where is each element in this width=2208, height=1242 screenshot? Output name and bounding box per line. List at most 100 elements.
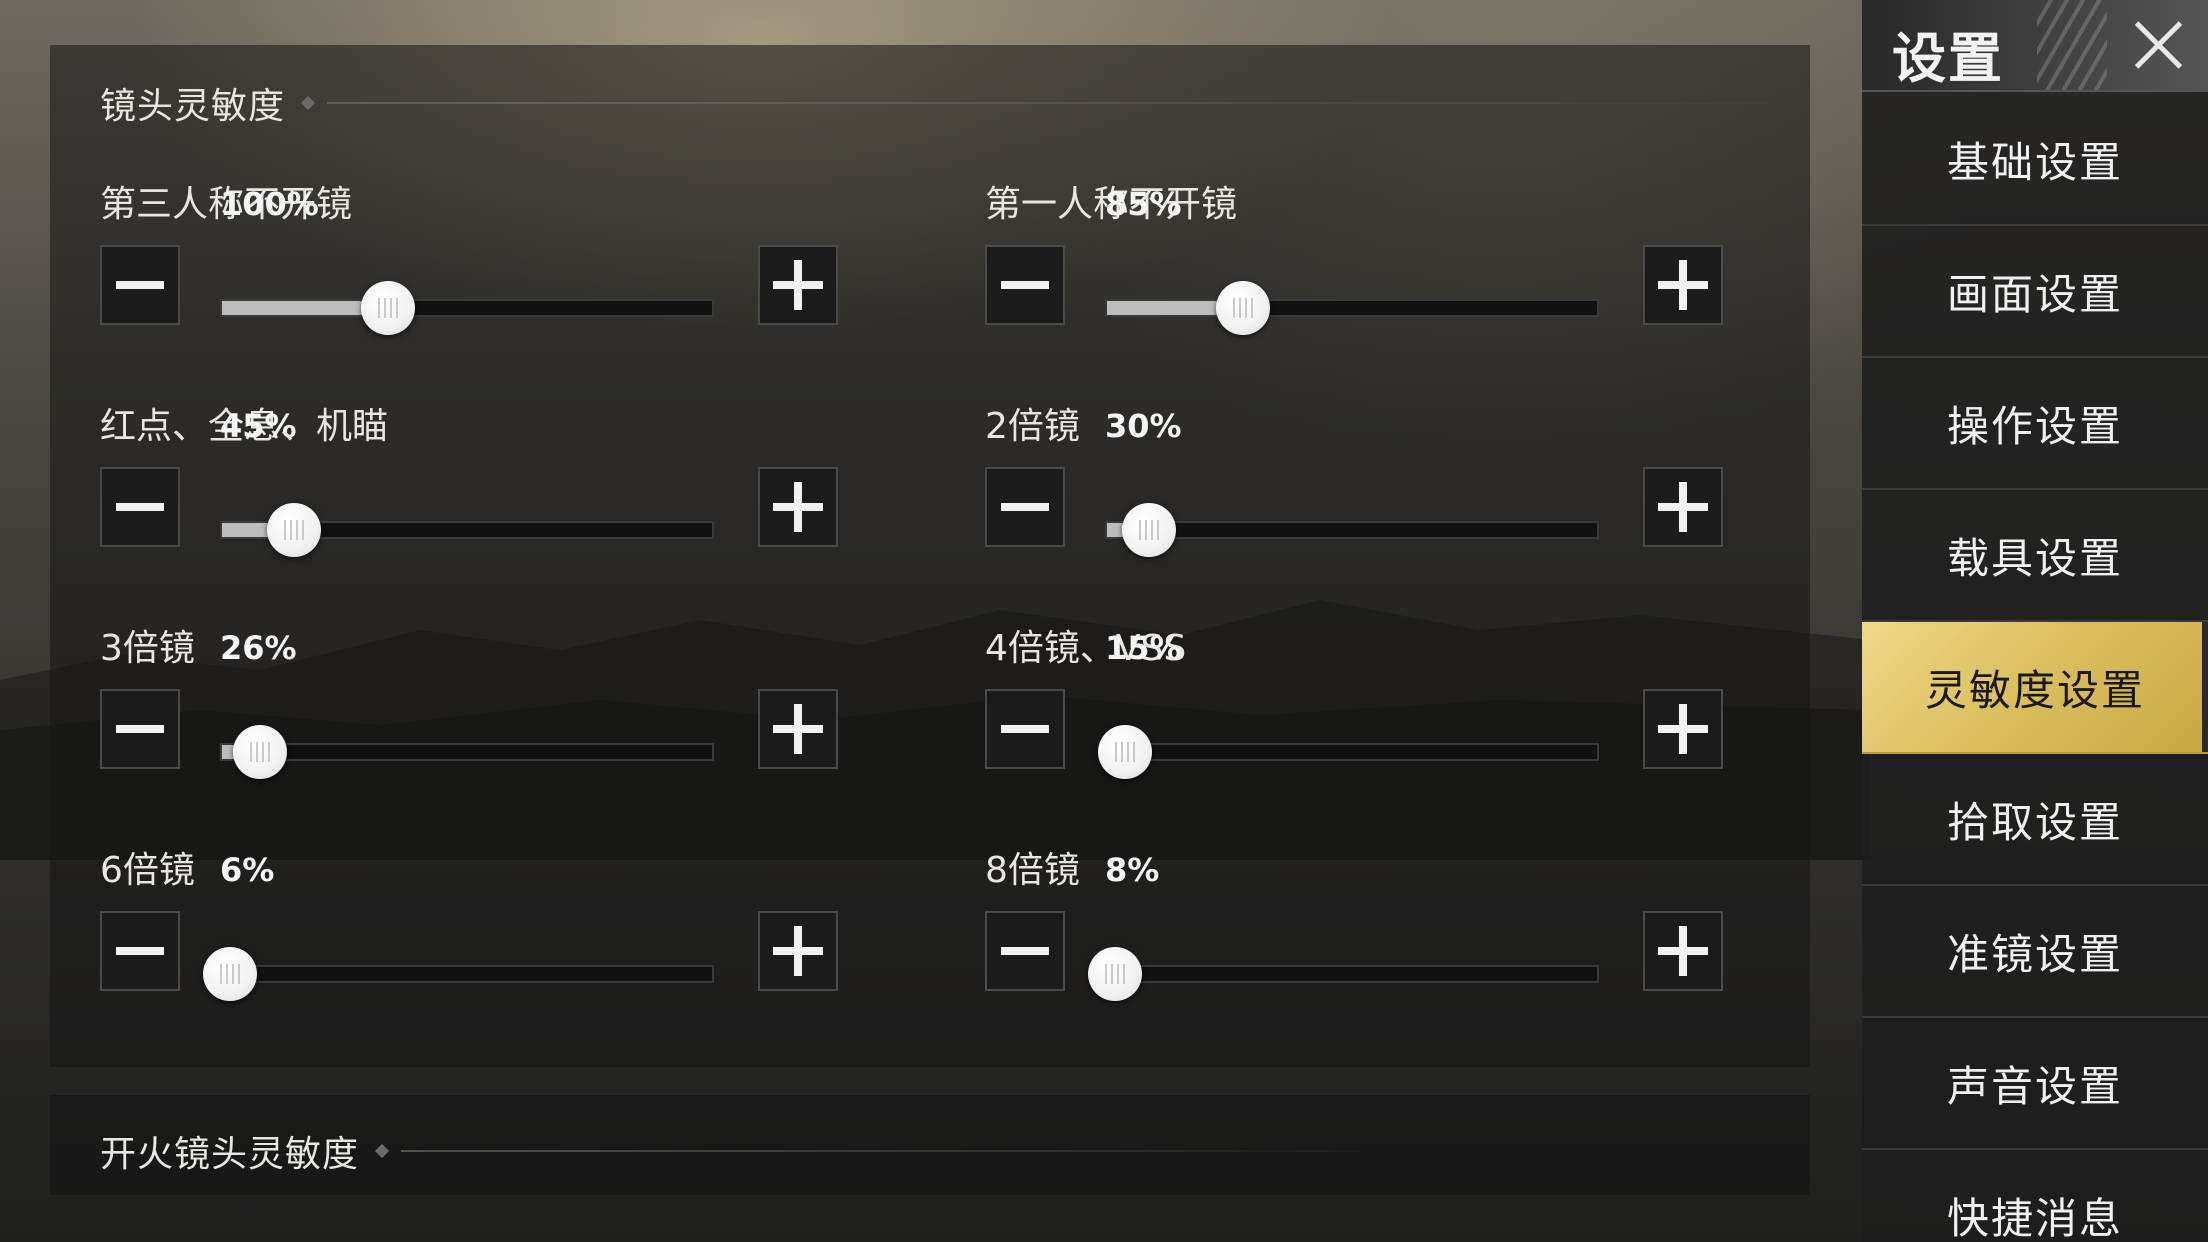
decrease-button[interactable] [985, 689, 1065, 769]
increase-button[interactable] [1643, 245, 1723, 325]
sidebar-item-label: 准镜设置 [1946, 929, 2123, 979]
slider-track[interactable] [220, 299, 714, 317]
sidebar-header: 设置 [1862, 0, 2208, 92]
increase-button[interactable] [758, 467, 838, 547]
minus-icon [1001, 503, 1049, 511]
slider-thumb[interactable] [1216, 281, 1271, 335]
section-header-fire: 开火镜头灵敏度 [100, 1125, 1362, 1177]
slider-thumb[interactable] [232, 725, 287, 779]
sensitivity-slider-row: 4倍镜、VSS 15% [985, 619, 1725, 789]
sidebar-item-label: 操作设置 [1946, 401, 2123, 451]
grip-icon [1139, 520, 1160, 540]
minus-icon [1001, 947, 1049, 955]
fire-sensitivity-panel[interactable]: 开火镜头灵敏度 [50, 1095, 1810, 1195]
minus-icon [116, 947, 164, 955]
slider-value: 30% [1105, 407, 1182, 445]
plus-icon [773, 704, 823, 754]
plus-icon [1658, 482, 1708, 532]
slider-fill [222, 301, 389, 315]
slider-thumb[interactable] [1097, 725, 1152, 779]
slider-value: 6% [220, 851, 275, 889]
section-divider [327, 102, 1768, 104]
decrease-button[interactable] [100, 467, 180, 547]
sidebar-item[interactable]: 快捷消息 [1862, 1150, 2208, 1242]
increase-button[interactable] [758, 245, 838, 325]
slider-label: 6倍镜 [100, 850, 195, 891]
sensitivity-slider-row: 8倍镜 8% [985, 841, 1725, 1011]
sidebar-item-label: 载具设置 [1946, 533, 2123, 583]
sidebar-item[interactable]: 画面设置 [1862, 226, 2208, 358]
sensitivity-slider-row: 第一人称不开镜 85% [985, 175, 1725, 345]
slider-track[interactable] [220, 743, 714, 761]
slider-track[interactable] [220, 521, 714, 539]
slider-thumb[interactable] [1122, 503, 1177, 557]
plus-icon [1658, 926, 1708, 976]
slider-value: 26% [220, 629, 297, 667]
decrease-button[interactable] [985, 467, 1065, 547]
section-divider [401, 1150, 1362, 1152]
grip-icon [377, 298, 398, 318]
sidebar-item[interactable]: 基础设置 [1862, 94, 2208, 226]
increase-button[interactable] [758, 689, 838, 769]
slider-thumb[interactable] [360, 281, 415, 335]
decrease-button[interactable] [985, 911, 1065, 991]
decorative-stripes [2037, 0, 2107, 90]
sidebar-item[interactable]: 载具设置 [1862, 490, 2208, 622]
sidebar-item-label: 快捷消息 [1946, 1193, 2123, 1242]
slider-value: 8% [1105, 851, 1160, 889]
sidebar-item[interactable]: 拾取设置 [1862, 754, 2208, 886]
slider-value: 45% [220, 407, 297, 445]
slider-fill [1107, 301, 1245, 315]
grip-icon [1114, 742, 1135, 762]
camera-sensitivity-panel: 镜头灵敏度 第三人称不开镜 100% 第一人称不开镜 85% [50, 45, 1810, 1067]
slider-thumb[interactable] [1087, 947, 1142, 1001]
slider-track[interactable] [1105, 299, 1599, 317]
sidebar-item[interactable]: 灵敏度设置 [1862, 622, 2208, 754]
sidebar-item[interactable]: 操作设置 [1862, 358, 2208, 490]
plus-icon [773, 926, 823, 976]
minus-icon [116, 503, 164, 511]
slider-track[interactable] [220, 965, 714, 983]
increase-button[interactable] [758, 911, 838, 991]
decrease-button[interactable] [100, 689, 180, 769]
section-title: 镜头灵敏度 [100, 86, 286, 127]
increase-button[interactable] [1643, 689, 1723, 769]
slider-value: 100% [220, 185, 319, 223]
sidebar-item[interactable]: 准镜设置 [1862, 886, 2208, 1018]
settings-sidebar: 设置 基础设置画面设置操作设置载具设置灵敏度设置拾取设置准镜设置声音设置快捷消息 [1862, 0, 2208, 1242]
slider-thumb[interactable] [267, 503, 322, 557]
diamond-icon [300, 95, 316, 111]
slider-label: 红点、全息、机瞄 [100, 406, 389, 447]
decrease-button[interactable] [100, 911, 180, 991]
slider-value: 15% [1105, 629, 1182, 667]
slider-label: 4倍镜、VSS [985, 628, 1187, 669]
sensitivity-slider-row: 3倍镜 26% [100, 619, 840, 789]
sensitivity-slider-row: 第三人称不开镜 100% [100, 175, 840, 345]
slider-label: 2倍镜 [985, 406, 1080, 447]
decrease-button[interactable] [100, 245, 180, 325]
sidebar-item-label: 基础设置 [1946, 137, 2123, 187]
minus-icon [116, 725, 164, 733]
minus-icon [1001, 281, 1049, 289]
close-button[interactable] [2110, 0, 2208, 90]
decrease-button[interactable] [985, 245, 1065, 325]
sensitivity-slider-row: 6倍镜 6% [100, 841, 840, 1011]
slider-label: 8倍镜 [985, 850, 1080, 891]
slider-track[interactable] [1105, 743, 1599, 761]
section-title: 开火镜头灵敏度 [100, 1134, 360, 1175]
grip-icon [219, 964, 240, 984]
plus-icon [773, 482, 823, 532]
sensitivity-slider-row: 2倍镜 30% [985, 397, 1725, 567]
increase-button[interactable] [1643, 467, 1723, 547]
slider-track[interactable] [1105, 521, 1599, 539]
plus-icon [773, 260, 823, 310]
plus-icon [1658, 704, 1708, 754]
slider-track[interactable] [1105, 965, 1599, 983]
diamond-icon [374, 1143, 390, 1159]
settings-title: 设置 [1892, 27, 2004, 90]
slider-label: 3倍镜 [100, 628, 195, 669]
sidebar-item[interactable]: 声音设置 [1862, 1018, 2208, 1150]
increase-button[interactable] [1643, 911, 1723, 991]
slider-label: 第一人称不开镜 [985, 184, 1238, 225]
slider-thumb[interactable] [202, 947, 257, 1001]
